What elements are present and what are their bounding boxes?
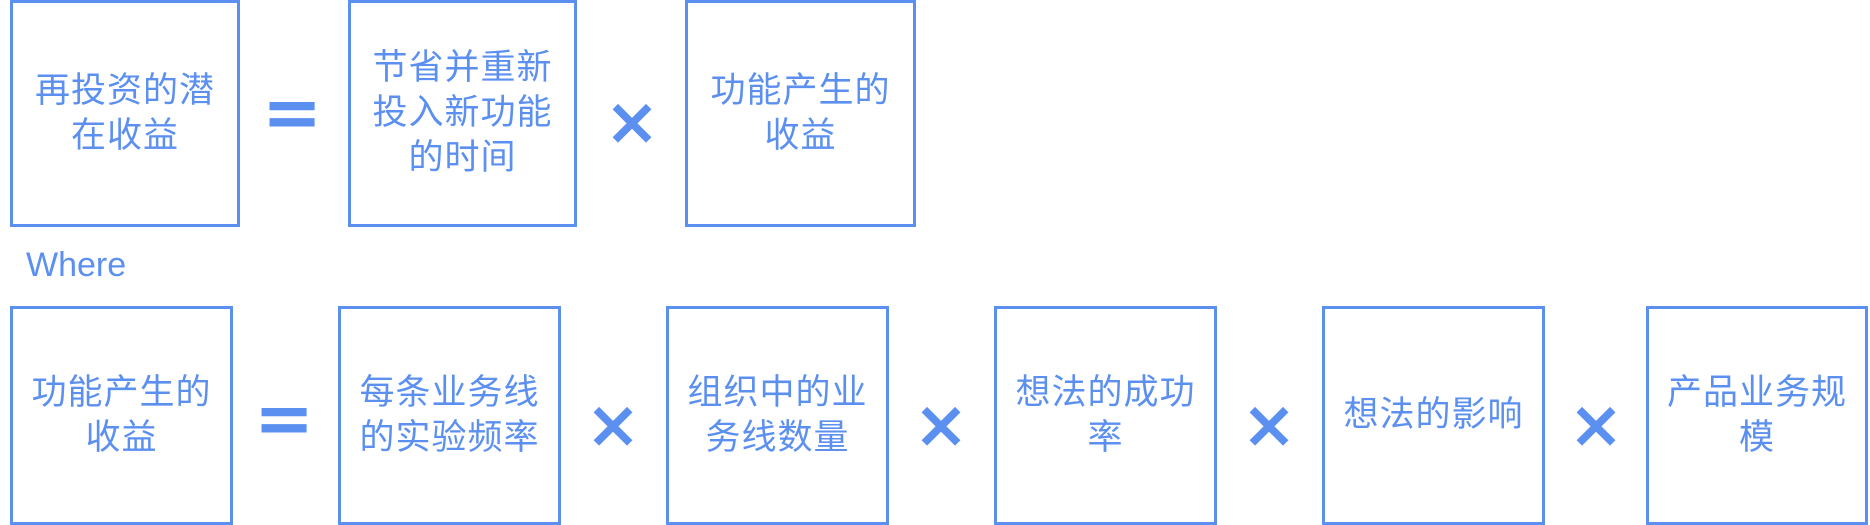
where-label: Where [26, 246, 127, 284]
box-label: 功能产生的 收益 [31, 372, 212, 458]
feature-generated-return-box: 功能产生的 收益 [685, 0, 916, 227]
equals-icon: = [261, 70, 323, 154]
potential-reinvestment-return-box: 再投资的潜 在收益 [10, 0, 240, 227]
business-line-count-box: 组织中的业 务线数量 [666, 306, 889, 525]
multiply-icon: × [604, 83, 660, 160]
box-label: 节省并重新 投入新功能 的时间 [372, 48, 553, 178]
box-label: 每条业务线 的实验频率 [359, 372, 540, 458]
feature-generated-return-box: 功能产生的 收益 [10, 306, 233, 525]
box-label: 再投资的潜 在收益 [34, 70, 215, 156]
time-saved-reinvested-box: 节省并重新 投入新功能 的时间 [348, 0, 577, 227]
equals-icon: = [253, 376, 315, 460]
box-label: 组织中的业 务线数量 [687, 372, 868, 458]
box-label: 功能产生的 收益 [710, 70, 891, 156]
box-label: 产品业务规 模 [1666, 372, 1847, 458]
experiment-frequency-box: 每条业务线 的实验频率 [338, 306, 561, 525]
idea-success-rate-box: 想法的成功 率 [994, 306, 1217, 525]
product-business-scale-box: 产品业务规 模 [1646, 306, 1868, 525]
multiply-icon: × [585, 386, 641, 463]
box-label: 想法的成功 率 [1015, 372, 1196, 458]
multiply-icon: × [913, 386, 969, 463]
box-label: 想法的影响 [1343, 395, 1524, 435]
multiply-icon: × [1241, 386, 1297, 463]
multiply-icon: × [1568, 386, 1624, 463]
idea-impact-box: 想法的影响 [1322, 306, 1545, 525]
